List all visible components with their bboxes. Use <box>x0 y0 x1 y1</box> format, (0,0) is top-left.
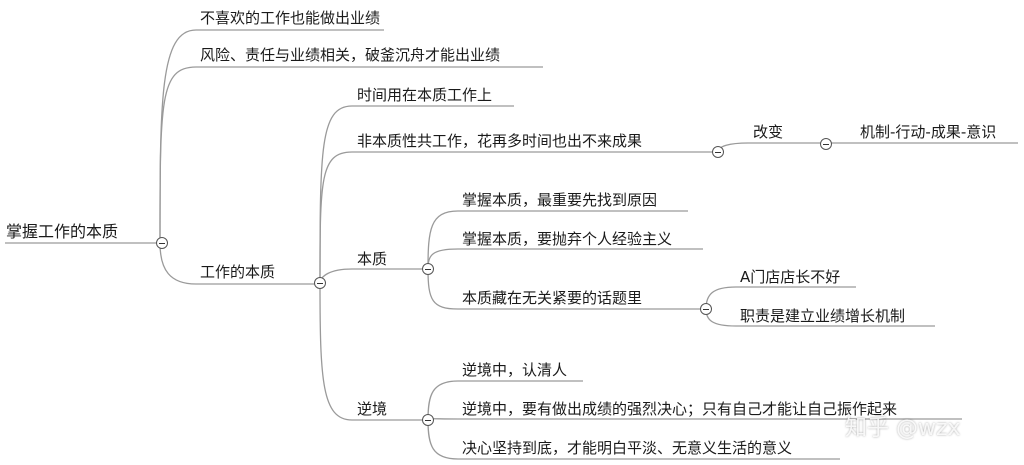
node-work-essence[interactable]: 工作的本质 <box>200 263 276 281</box>
watermark: 知乎 @wzx <box>845 416 961 441</box>
node-abandon[interactable]: 掌握本质，要抛弃个人经验主义 <box>462 230 673 248</box>
collapse-toggle-root[interactable] <box>156 237 168 249</box>
node-store-bad[interactable]: A门店店长不好 <box>740 268 841 286</box>
node-adversity[interactable]: 逆境 <box>357 400 388 418</box>
collapse-toggle-adversity[interactable] <box>422 414 434 426</box>
node-change[interactable]: 改变 <box>753 123 784 141</box>
node-branch1[interactable]: 不喜欢的工作也能做出业绩 <box>200 9 381 27</box>
node-nonessential[interactable]: 非本质性共工作，花再多时间也出不来成果 <box>357 132 643 150</box>
root-node[interactable]: 掌握工作的本质 <box>6 222 119 241</box>
node-duty[interactable]: 职责是建立业绩增长机制 <box>740 307 906 325</box>
node-see-people[interactable]: 逆境中，认清人 <box>462 361 568 379</box>
node-mechanism[interactable]: 机制-行动-成果-意识 <box>860 123 997 141</box>
node-find-cause[interactable]: 掌握本质，最重要先找到原因 <box>462 191 658 209</box>
node-branch2[interactable]: 风险、责任与业绩相关，破釜沉舟才能出业绩 <box>200 46 501 64</box>
collapse-toggle-essence[interactable] <box>422 263 434 275</box>
node-persist[interactable]: 决心坚持到底，才能明白平淡、无意义生活的意义 <box>462 439 793 457</box>
collapse-toggle-work-essence[interactable] <box>314 277 326 289</box>
node-time[interactable]: 时间用在本质工作上 <box>357 86 493 104</box>
node-essence[interactable]: 本质 <box>357 250 388 268</box>
collapse-toggle-hidden[interactable] <box>700 303 712 315</box>
collapse-toggle-nonessential[interactable] <box>712 146 724 158</box>
node-hidden[interactable]: 本质藏在无关紧要的话题里 <box>462 289 643 307</box>
collapse-toggle-change[interactable] <box>820 138 832 150</box>
node-determination[interactable]: 逆境中，要有做出成绩的强烈决心；只有自己才能让自己振作起来 <box>462 400 898 418</box>
